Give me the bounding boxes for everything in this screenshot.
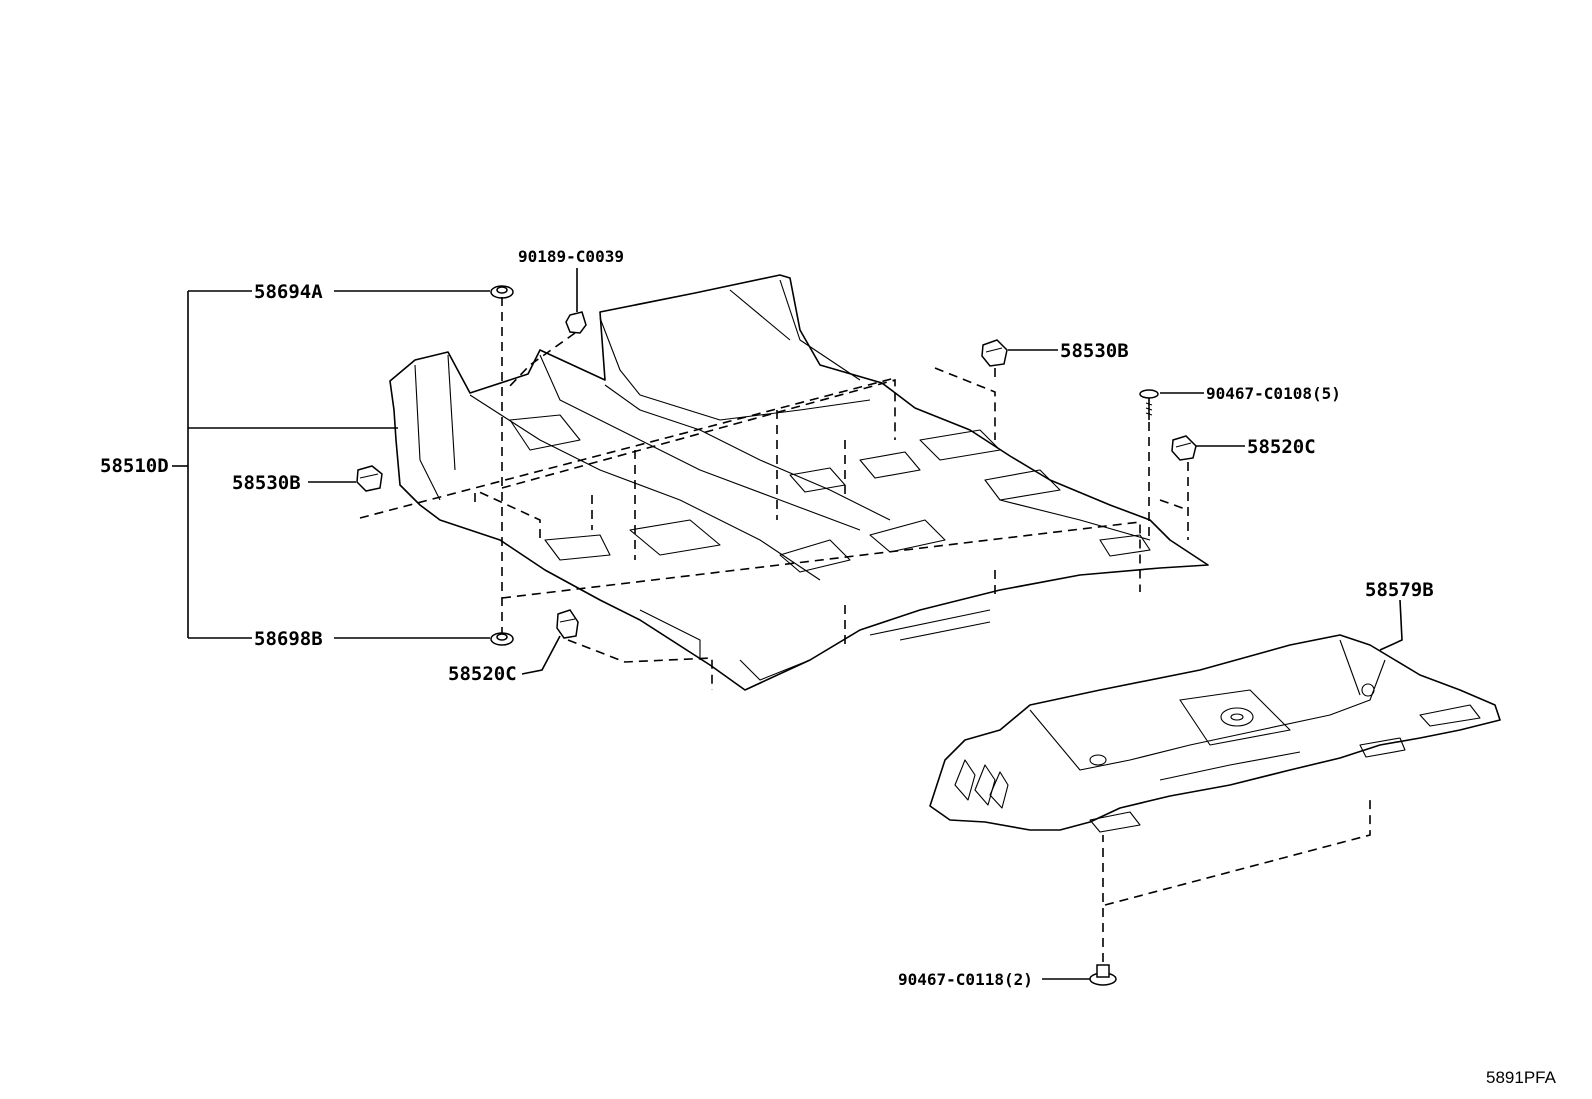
clip-90467-c0118-icon <box>1089 964 1117 986</box>
nut-90189-icon <box>565 311 587 334</box>
label-90467-c0108: 90467-C0108(5) <box>1206 384 1341 403</box>
clip-58694a-icon <box>490 285 514 299</box>
figure-id: 5891PFA <box>1486 1068 1557 1087</box>
label-58510d: 58510D <box>100 455 169 477</box>
label-58694a: 58694A <box>254 281 323 303</box>
label-58520c-right: 58520C <box>1247 436 1316 458</box>
clip-58520c-right-icon <box>1171 435 1197 461</box>
clip-58530b-left-icon <box>356 465 383 492</box>
assembly-dashed-lines <box>359 297 1371 962</box>
clip-58698b-icon <box>490 632 514 646</box>
callout-labels: 58510D 58694A 90189-C0039 58698B 58530B … <box>100 247 1557 1087</box>
label-58520c-bottom: 58520C <box>448 663 517 685</box>
label-58530b-right: 58530B <box>1060 340 1129 362</box>
rear-floor-panel <box>929 634 1501 833</box>
screw-90467-c0108-icon <box>1139 389 1159 420</box>
label-90467-c0118: 90467-C0118(2) <box>898 970 1033 989</box>
clip-58520c-bottom-icon <box>556 609 579 639</box>
leader-lines <box>172 268 1403 980</box>
label-58530b-left: 58530B <box>232 472 301 494</box>
floor-carpet-part <box>389 274 1209 691</box>
label-58579b: 58579B <box>1365 579 1434 601</box>
label-90189-c0039: 90189-C0039 <box>518 247 624 266</box>
clip-58530b-right-icon <box>981 339 1008 367</box>
label-58698b: 58698B <box>254 628 323 650</box>
